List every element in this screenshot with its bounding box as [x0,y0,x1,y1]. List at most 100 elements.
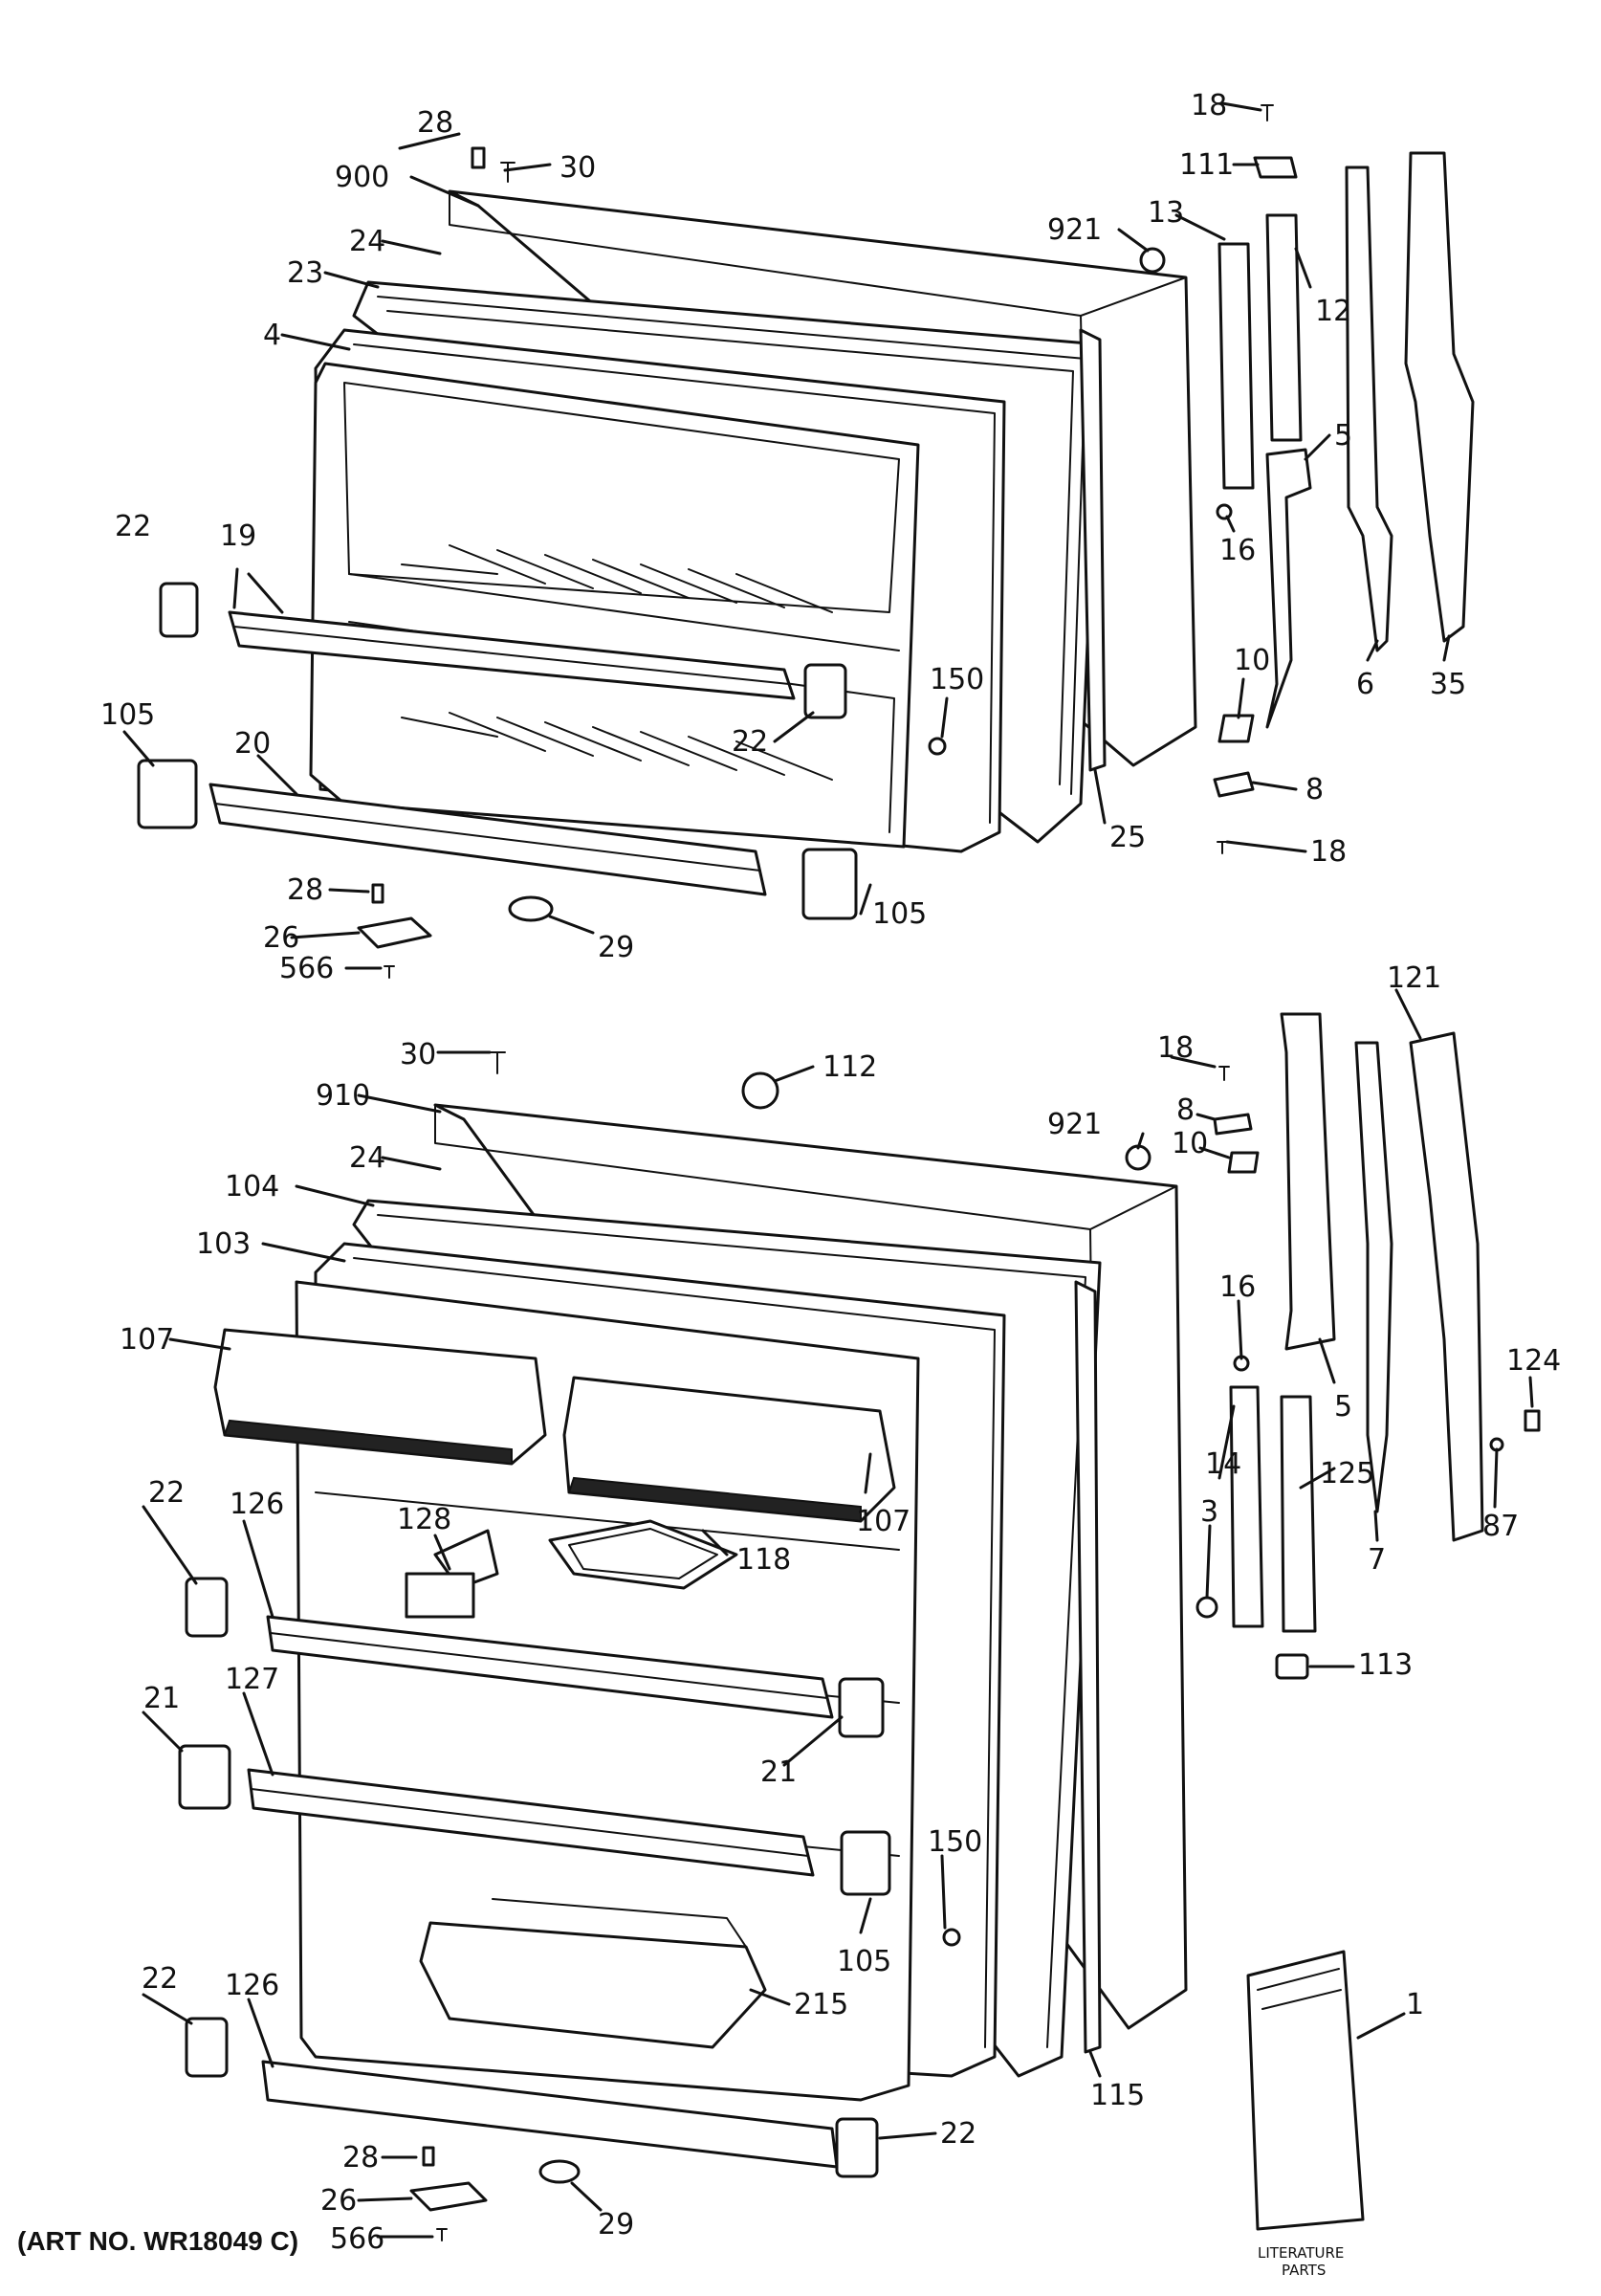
callout-23: 23 [287,256,323,290]
callout-921: 921 [1047,213,1102,247]
callout-b24: 24 [349,1141,385,1175]
hinge-5-bottom [1280,1012,1336,1351]
callout-b126-low: 126 [225,1969,279,2002]
callout-16: 16 [1219,534,1256,567]
callout-b21: 21 [143,1682,180,1715]
bracket-105-br [840,1830,891,1896]
tube-14 [1229,1385,1264,1628]
callout-b3: 3 [1200,1495,1218,1529]
callout-b124: 124 [1506,1344,1561,1378]
callout-29: 29 [598,931,634,964]
callout-b118: 118 [736,1543,791,1577]
callout-22: 22 [115,510,151,543]
block-113 [1275,1653,1309,1680]
bracket-105-right [801,848,858,920]
literature-booklet-1 [1246,1950,1365,2231]
plug-29-bottom [538,2159,581,2184]
callout-b125: 125 [1320,1457,1374,1490]
bracket-22-bl2 [185,2017,229,2078]
callouts-top: 28 30 900 24 23 4 22 19 105 20 28 26 566… [100,89,1466,985]
plug-112 [741,1071,779,1110]
bracket-21-br [838,1677,885,1738]
callout-105: 105 [100,698,155,732]
callout-105-right: 105 [872,897,927,931]
callout-4: 4 [263,319,281,352]
screw-16-top [1216,503,1233,520]
callout-b22-low: 22 [142,1962,178,1996]
leader-lines [122,101,1534,2239]
callout-566: 566 [279,952,334,985]
cap-10-bottom [1227,1151,1260,1174]
callout-5: 5 [1334,419,1352,453]
callout-10: 10 [1234,644,1270,677]
bracket-105-left [137,759,198,829]
bracket-22-left [159,582,199,638]
callout-b16: 16 [1219,1270,1256,1304]
callouts-bottom: 30 112 910 24 104 103 107 128 118 107 22… [120,961,1561,2256]
plug-921-bottom [1125,1144,1151,1171]
callout-b7: 7 [1368,1543,1386,1577]
callout-19: 19 [220,519,256,553]
cap-10 [1217,714,1255,743]
callout-28: 28 [417,106,453,140]
callout-b115: 115 [1090,2079,1145,2112]
art-number: (ART NO. WR18049 C) [17,2226,298,2256]
callout-30: 30 [559,151,596,185]
callout-b105: 105 [837,1945,891,1978]
plate-26-top [357,916,432,949]
arm-35 [1404,151,1475,643]
callout-b10: 10 [1172,1127,1208,1160]
strip-115 [1074,1280,1102,2054]
callout-28-mid: 28 [287,873,323,907]
callout-b104: 104 [225,1170,279,1203]
callout-b150: 150 [928,1825,982,1859]
callout-26: 26 [263,921,299,955]
screw-28-mid [371,883,384,904]
bar-12 [1265,213,1303,442]
literature-label-2: PARTS [1282,2262,1326,2279]
callout-b22-right: 22 [940,2117,976,2151]
screw-28-top [471,146,486,169]
callout-b215: 215 [794,1988,848,2021]
hinge-5-top [1265,448,1312,729]
callout-b18: 18 [1157,1031,1194,1065]
callout-b87: 87 [1482,1510,1519,1543]
callout-900: 900 [335,161,389,194]
tube-13 [1217,242,1255,490]
bracket-21-bl [178,1744,231,1810]
plug-29-top [508,895,554,922]
callout-20: 20 [234,727,271,761]
callout-13: 13 [1148,196,1184,230]
callout-b28: 28 [342,2141,379,2175]
callout-b26: 26 [320,2184,357,2218]
screw-150-top [928,737,947,756]
bracket-22-br [835,2117,879,2178]
callout-8: 8 [1305,773,1324,806]
rail-126-upper [266,1615,834,1719]
callout-b14: 14 [1205,1447,1241,1481]
callout-18-lower: 18 [1310,835,1347,869]
callout-b127: 127 [225,1663,279,1696]
callout-b112: 112 [822,1050,877,1084]
callout-150: 150 [930,663,984,696]
callout-b103: 103 [196,1227,251,1261]
callout-111: 111 [1179,148,1234,182]
callout-b921: 921 [1047,1108,1102,1141]
bracket-22-right [803,663,847,719]
fresh-food-door-assembly [178,1012,1541,2241]
callout-22-right: 22 [732,725,768,759]
callout-b22: 22 [148,1476,185,1510]
screw-150-bottom [942,1928,961,1947]
callout-b107-right: 107 [856,1505,910,1538]
callout-6: 6 [1356,668,1374,701]
callout-b5: 5 [1334,1390,1352,1424]
bracket-22-bl1 [185,1577,229,1638]
clip-111 [1253,156,1298,179]
callout-b21-right: 21 [760,1755,797,1789]
screw-28-bottom [422,2146,435,2167]
plug-3 [1195,1596,1218,1619]
clip-8-bottom [1213,1113,1253,1136]
plate-26-bottom [409,2181,488,2212]
